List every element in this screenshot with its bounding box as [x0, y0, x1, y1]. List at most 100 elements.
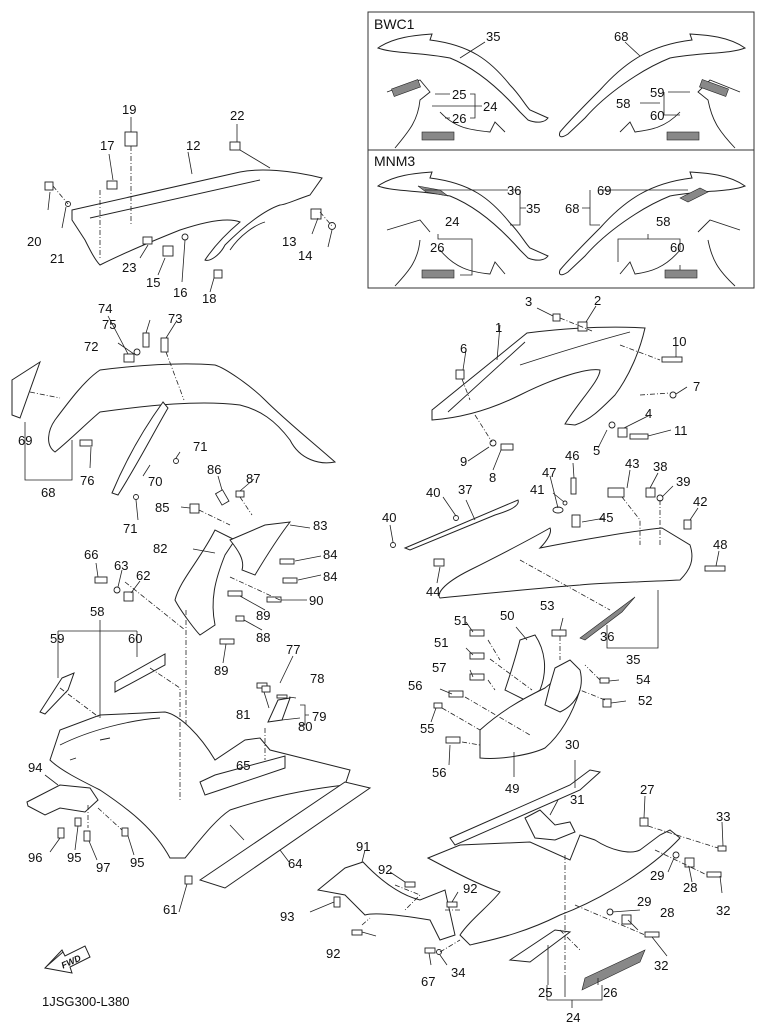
- hardware-66-63-62: [94, 562, 141, 602]
- callout: 58: [616, 96, 630, 111]
- callout: 52: [638, 693, 652, 708]
- side-cowl-right-35: [389, 462, 726, 611]
- yamaha-decal: [421, 131, 455, 141]
- yamaha-decal: [666, 131, 700, 141]
- callout: 26: [452, 111, 466, 126]
- collar-5: [608, 421, 616, 429]
- callout: 63: [114, 558, 128, 573]
- callout: 75: [102, 317, 116, 332]
- bolt-56: [448, 690, 464, 698]
- callout: 49: [505, 781, 519, 796]
- screw-74: [142, 332, 150, 348]
- diagram-code: 1JSG300-L380: [42, 994, 129, 1009]
- bolt-89b: [219, 638, 235, 645]
- callout: 4: [645, 406, 652, 421]
- r6-decal: [417, 185, 449, 197]
- callout: 59: [650, 85, 664, 100]
- callout: 95: [67, 850, 81, 865]
- inner-panel-1: [431, 326, 646, 426]
- bolt-67: [424, 947, 436, 954]
- clip-54: [599, 677, 610, 684]
- callout: 55: [420, 721, 434, 736]
- bolt-56b: [445, 736, 461, 744]
- lower-panel-right: [619, 219, 741, 287]
- callout: 81: [236, 707, 250, 722]
- collar-14: [328, 222, 336, 230]
- grommet-38: [645, 487, 656, 498]
- cover-91-group: [309, 849, 462, 941]
- callout: 33: [716, 809, 730, 824]
- bolt-57: [469, 673, 485, 681]
- callout: 71: [193, 439, 207, 454]
- callout: 26: [430, 240, 444, 255]
- bolt-20: [44, 181, 54, 191]
- rivet-93: [333, 896, 341, 908]
- variant-box-mnm3: MNM3 36 35 68 69 24 26 58 60: [367, 149, 755, 289]
- bracket-43: [607, 487, 625, 498]
- callout: 56: [432, 765, 446, 780]
- callout: 47: [542, 465, 556, 480]
- bolt-48: [704, 565, 726, 572]
- nut-61: [184, 875, 193, 885]
- callout: 30: [565, 737, 579, 752]
- yamaha-decal: [664, 269, 698, 279]
- under-cowl-left-58: [39, 620, 372, 913]
- callout: 92: [463, 881, 477, 896]
- logo-decal: [699, 79, 729, 97]
- callout: 32: [654, 958, 668, 973]
- rivet-95b: [121, 827, 129, 837]
- grommet-28b: [621, 914, 632, 925]
- callout: 31: [570, 792, 584, 807]
- clip-72: [123, 353, 135, 363]
- lower-panel-left: [386, 79, 506, 149]
- callout: 24: [483, 99, 497, 114]
- callout: 76: [80, 473, 94, 488]
- grommet-15: [162, 245, 174, 257]
- inner-panel-assembly-1: [431, 305, 688, 471]
- callout: 28: [683, 880, 697, 895]
- callout: 82: [153, 541, 167, 556]
- side-cover-right: [559, 33, 747, 138]
- bracket-83: [229, 521, 292, 576]
- callout: 57: [432, 660, 446, 675]
- bolt-89: [227, 590, 243, 597]
- rivet-97: [83, 830, 91, 842]
- callout: 5: [593, 443, 600, 458]
- callout: 84: [323, 569, 337, 584]
- decal-60: [114, 653, 166, 693]
- callout: 44: [426, 584, 440, 599]
- callout: 73: [168, 311, 182, 326]
- callout: 15: [146, 275, 160, 290]
- bolt-11: [629, 433, 649, 440]
- side-cover-right: [559, 171, 747, 276]
- callout: 14: [298, 248, 312, 263]
- damper-31: [524, 809, 576, 841]
- callout: 3: [525, 294, 532, 309]
- callout: 36: [600, 629, 614, 644]
- callout: 13: [282, 234, 296, 249]
- cover-65: [199, 755, 286, 796]
- callout: 51: [434, 635, 448, 650]
- callout: 71: [123, 521, 137, 536]
- decal-69: [11, 360, 41, 419]
- decal-36: [579, 596, 636, 641]
- variant-title: BWC1: [374, 16, 415, 32]
- clip-42: [683, 519, 692, 530]
- callout: 8: [489, 470, 496, 485]
- callout: 60: [128, 631, 142, 646]
- decal-36-group: [579, 590, 659, 649]
- callout: 50: [500, 608, 514, 623]
- callout: 32: [716, 903, 730, 918]
- nut-71: [173, 458, 179, 464]
- callout: 17: [100, 138, 114, 153]
- grommet-28: [684, 857, 695, 868]
- side-cowl-left-68: [11, 315, 337, 521]
- yamaha-decal: [421, 269, 455, 279]
- callout: 21: [50, 251, 64, 266]
- rivet-92: [404, 881, 416, 888]
- fwd-arrow-icon: FWD: [44, 945, 91, 974]
- variant-box-bwc1: BWC1 35 68 25 24 26 59 58 60: [367, 11, 755, 151]
- callout: 83: [313, 518, 327, 533]
- callout: 89: [256, 608, 270, 623]
